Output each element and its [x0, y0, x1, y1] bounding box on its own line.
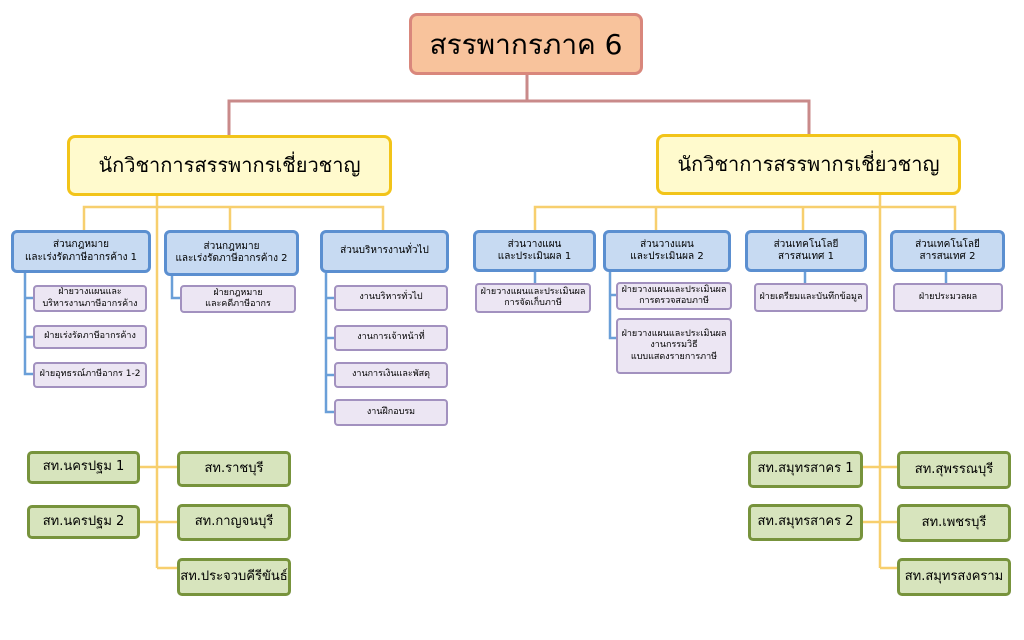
- office-nakhon-pathom-1: สท.นครปฐม 1: [27, 451, 140, 484]
- unit-finance-supplies: งานการเงินและพัสดุ: [334, 362, 448, 388]
- unit-processing: ฝ่ายประมวลผล: [893, 283, 1003, 312]
- root-region-box: สรรพากรภาค 6: [409, 13, 643, 75]
- office-nakhon-pathom-2: สท.นครปฐม 2: [27, 505, 140, 539]
- planning-division-2-box: ส่วนวางแผน และประเมินผล 2: [603, 230, 731, 272]
- unit-data-prep-entry: ฝ่ายเตรียมและบันทึกข้อมูล: [754, 283, 868, 312]
- office-samut-sakhon-1: สท.สมุทรสาคร 1: [748, 451, 863, 488]
- general-admin-division-box: ส่วนบริหารงานทั่วไป: [320, 230, 449, 273]
- office-kanchanaburi: สท.กาญจนบุรี: [177, 504, 291, 541]
- legal-division-2-box: ส่วนกฎหมาย และเร่งรัดภาษีอากรค้าง 2: [164, 230, 299, 276]
- legal-division-1-box: ส่วนกฎหมาย และเร่งรัดภาษีอากรค้าง 1: [11, 230, 151, 273]
- office-phetchaburi: สท.เพชรบุรี: [897, 504, 1011, 542]
- unit-general-admin: งานบริหารทั่วไป: [334, 285, 448, 311]
- unit-tax-appeal: ฝ่ายอุทธรณ์ภาษีอากร 1-2: [33, 362, 147, 388]
- planning-division-1-box: ส่วนวางแผน และประเมินผล 1: [473, 230, 596, 272]
- unit-plan-eval-audit: ฝ่ายวางแผนและประเมินผล การตรวจสอบภาษี: [616, 282, 732, 310]
- right-expert-box: นักวิชาการสรรพากรเชี่ยวชาญ: [656, 134, 961, 195]
- unit-personnel: งานการเจ้าหน้าที่: [334, 325, 448, 351]
- unit-plan-eval-collection: ฝ่ายวางแผนและประเมินผล การจัดเก็บภาษี: [475, 283, 591, 313]
- unit-plan-admin-tax-arrears: ฝ่ายวางแผนและ บริหารงานภาษีอากรค้าง: [33, 285, 147, 312]
- office-samut-sakhon-2: สท.สมุทรสาคร 2: [748, 504, 863, 541]
- unit-training: งานฝึกอบรม: [334, 399, 448, 426]
- office-samut-songkhram: สท.สมุทรสงคราม: [897, 558, 1011, 596]
- office-ratchaburi: สท.ราชบุรี: [177, 451, 291, 487]
- it-division-2-box: ส่วนเทคโนโลยี สารสนเทศ 2: [890, 230, 1005, 272]
- office-prachuap-khiri-khan: สท.ประจวบคีรีขันธ์: [177, 558, 291, 596]
- left-expert-box: นักวิชาการสรรพากรเชี่ยวชาญ: [67, 135, 392, 196]
- it-division-1-box: ส่วนเทคโนโลยี สารสนเทศ 1: [745, 230, 867, 272]
- unit-tax-arrears-collection: ฝ่ายเร่งรัดภาษีอากรค้าง: [33, 325, 147, 349]
- unit-plan-eval-tax-forms: ฝ่ายวางแผนและประเมินผล งานกรรมวิธี แบบแส…: [616, 318, 732, 374]
- office-suphan-buri: สท.สุพรรณบุรี: [897, 451, 1011, 489]
- unit-law-tax-cases: ฝ่ายกฎหมาย และคดีภาษีอากร: [180, 285, 296, 313]
